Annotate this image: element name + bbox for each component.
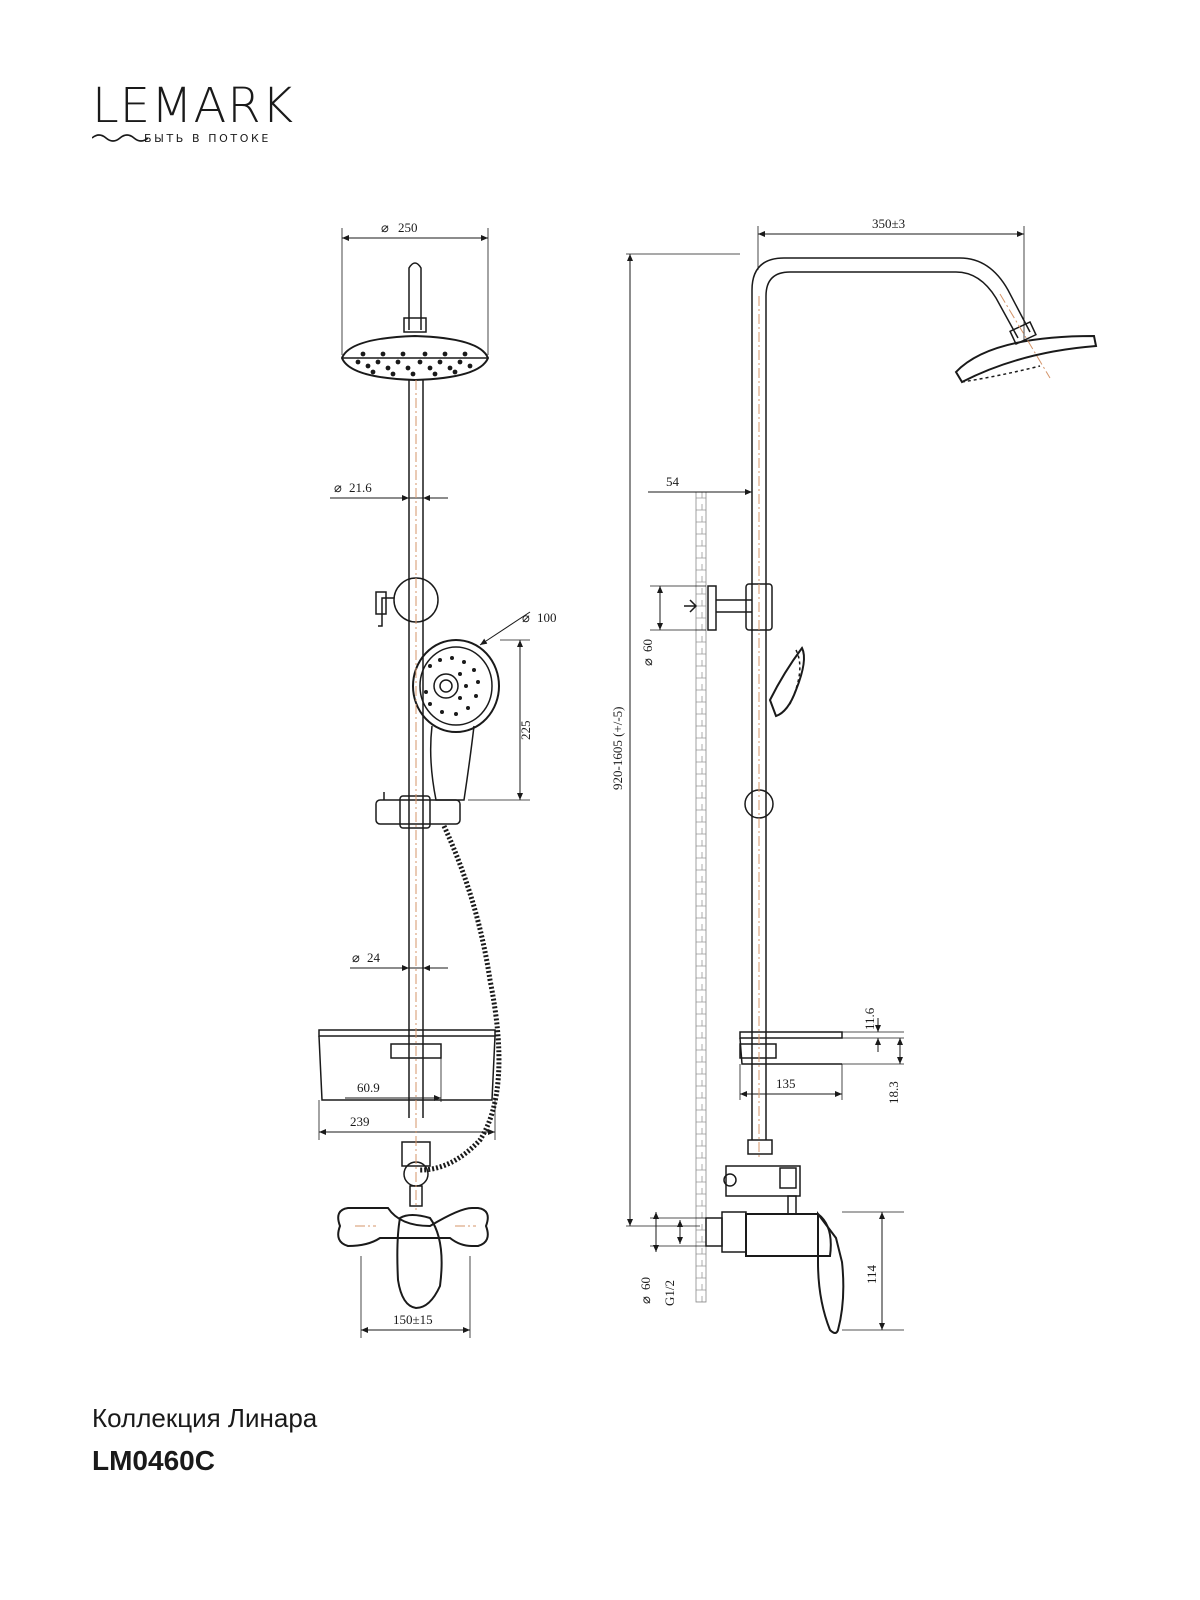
wave-icon	[92, 134, 148, 142]
side-view	[626, 226, 1098, 1334]
dim-arm-reach: 350±3	[872, 216, 905, 231]
nozzle-dots	[355, 351, 473, 377]
dim-bracket-diameter: 60	[640, 639, 655, 652]
dim-hand-shower-diameter: 100	[537, 610, 557, 625]
dim-rod-lower: 24	[367, 950, 381, 965]
brand-tagline: БЫТЬ В ПОТОКЕ	[144, 132, 271, 145]
dim-head-diameter: 250	[398, 220, 418, 235]
dim-hand-shower-symbol: ⌀	[522, 610, 530, 625]
dim-rod-upper: 21.6	[349, 480, 372, 495]
model-number: LM0460C	[92, 1445, 215, 1476]
dim-bracket-symbol: ⌀	[640, 658, 655, 666]
dim-thread: G1/2	[662, 1280, 677, 1306]
dim-flange-symbol: ⌀	[638, 1296, 653, 1304]
front-view	[318, 228, 531, 1338]
dim-shelf-inner: 60.9	[357, 1080, 380, 1095]
dim-mixer-spacing: 150±15	[393, 1312, 433, 1327]
dim-rod-lower-symbol: ⌀	[352, 950, 360, 965]
dim-wall-offset: 54	[666, 474, 680, 489]
dim-shelf-height: 18.3	[886, 1081, 901, 1104]
dim-flange-diameter: 60	[638, 1277, 653, 1290]
collection-name: Коллекция Линара	[92, 1403, 318, 1433]
dim-rod-upper-symbol: ⌀	[334, 480, 342, 495]
dim-head-diameter-symbol: ⌀	[381, 220, 389, 235]
dim-shelf-depth: 135	[776, 1076, 796, 1091]
dim-shelf-width: 239	[350, 1114, 370, 1129]
brand-name: LEMARK	[92, 78, 295, 134]
dim-shelf-thickness: 11.6	[862, 1007, 877, 1030]
dim-hand-shower-height: 225	[518, 721, 533, 741]
dim-total-height: 920-1605 (+/-5)	[610, 706, 625, 790]
dim-mixer-height: 114	[864, 1264, 879, 1284]
brand-logo: LEMARK БЫТЬ В ПОТОКЕ	[92, 78, 352, 158]
